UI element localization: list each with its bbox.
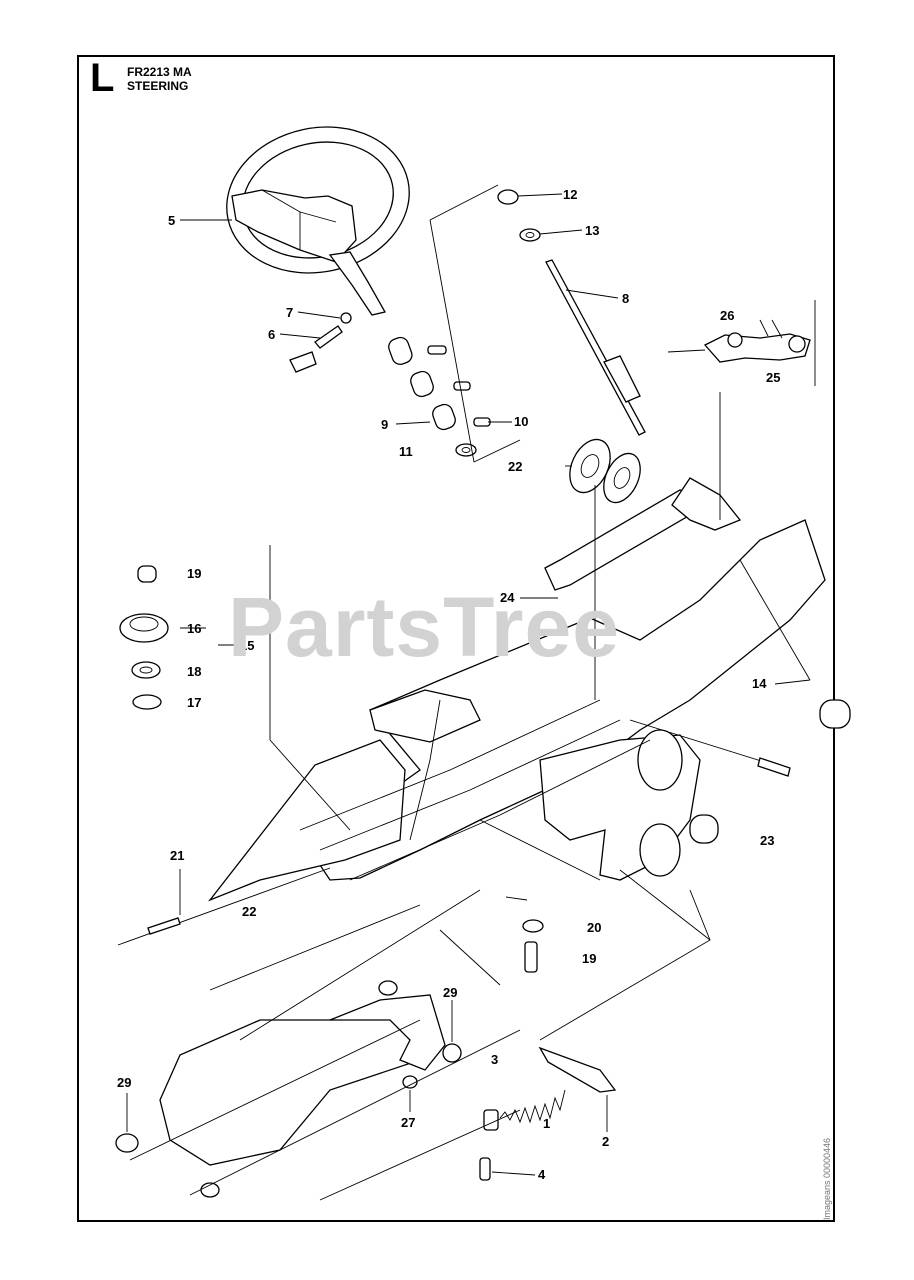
callout-7: 7 bbox=[286, 305, 293, 320]
callout-10: 10 bbox=[514, 414, 528, 429]
callout-15: 15 bbox=[240, 638, 254, 653]
column-bushings[interactable] bbox=[289, 312, 491, 457]
callout-21: 20 bbox=[587, 920, 601, 935]
callout-29a: 29 bbox=[443, 985, 457, 1000]
callout-13: 13 bbox=[585, 223, 599, 238]
callout-11: 11 bbox=[399, 444, 413, 459]
callout-28: 27 bbox=[401, 1115, 415, 1130]
callout-20: 19 bbox=[582, 951, 596, 966]
callout-3: 3 bbox=[491, 1052, 498, 1067]
callout-24: 23 bbox=[760, 833, 774, 848]
callout-19: 19 bbox=[187, 566, 201, 581]
model-number: FR2213 MA bbox=[127, 65, 192, 79]
callout-22b: 22 bbox=[242, 904, 256, 919]
callout-27: 26 bbox=[720, 308, 734, 323]
image-credit: Imageans 00000446 bbox=[822, 1137, 832, 1220]
assembly-lines bbox=[239, 392, 811, 1041]
callout-2: 2 bbox=[602, 1134, 609, 1149]
control-rods[interactable] bbox=[117, 719, 791, 1201]
steering-pulleys[interactable] bbox=[562, 433, 648, 508]
tie-rod-end[interactable] bbox=[667, 300, 816, 386]
callout-12: 12 bbox=[563, 187, 577, 202]
callout-29b: 29 bbox=[117, 1075, 131, 1090]
callout-leaders bbox=[126, 193, 811, 1176]
callout-22a: 21 bbox=[170, 848, 184, 863]
callout-4: 4 bbox=[538, 1167, 546, 1182]
diagram-frame bbox=[77, 55, 835, 1222]
callout-8: 8 bbox=[622, 291, 629, 306]
callout-numbers: 5 7 6 12 13 8 26 25 9 10 11 22 19 24 16 … bbox=[117, 187, 780, 1182]
callout-18: 18 bbox=[187, 664, 201, 679]
pulley-hardware[interactable] bbox=[119, 565, 169, 710]
steering-shaft[interactable] bbox=[429, 184, 646, 463]
frame-chassis[interactable] bbox=[208, 477, 851, 902]
diagram-title: STEERING bbox=[127, 79, 189, 93]
callout-23: 22 bbox=[508, 459, 522, 474]
callout-9: 9 bbox=[381, 417, 388, 432]
callout-17: 17 bbox=[187, 695, 201, 710]
callout-16: 16 bbox=[187, 621, 201, 636]
callout-6: 6 bbox=[268, 327, 275, 342]
steering-wheel[interactable] bbox=[213, 110, 423, 316]
callout-14: 14 bbox=[752, 676, 767, 691]
callout-1: 1 bbox=[543, 1116, 550, 1131]
callout-5: 5 bbox=[168, 213, 175, 228]
section-letter: L bbox=[90, 56, 115, 100]
callout-25: 24 bbox=[500, 590, 515, 605]
callout-26: 25 bbox=[766, 370, 780, 385]
